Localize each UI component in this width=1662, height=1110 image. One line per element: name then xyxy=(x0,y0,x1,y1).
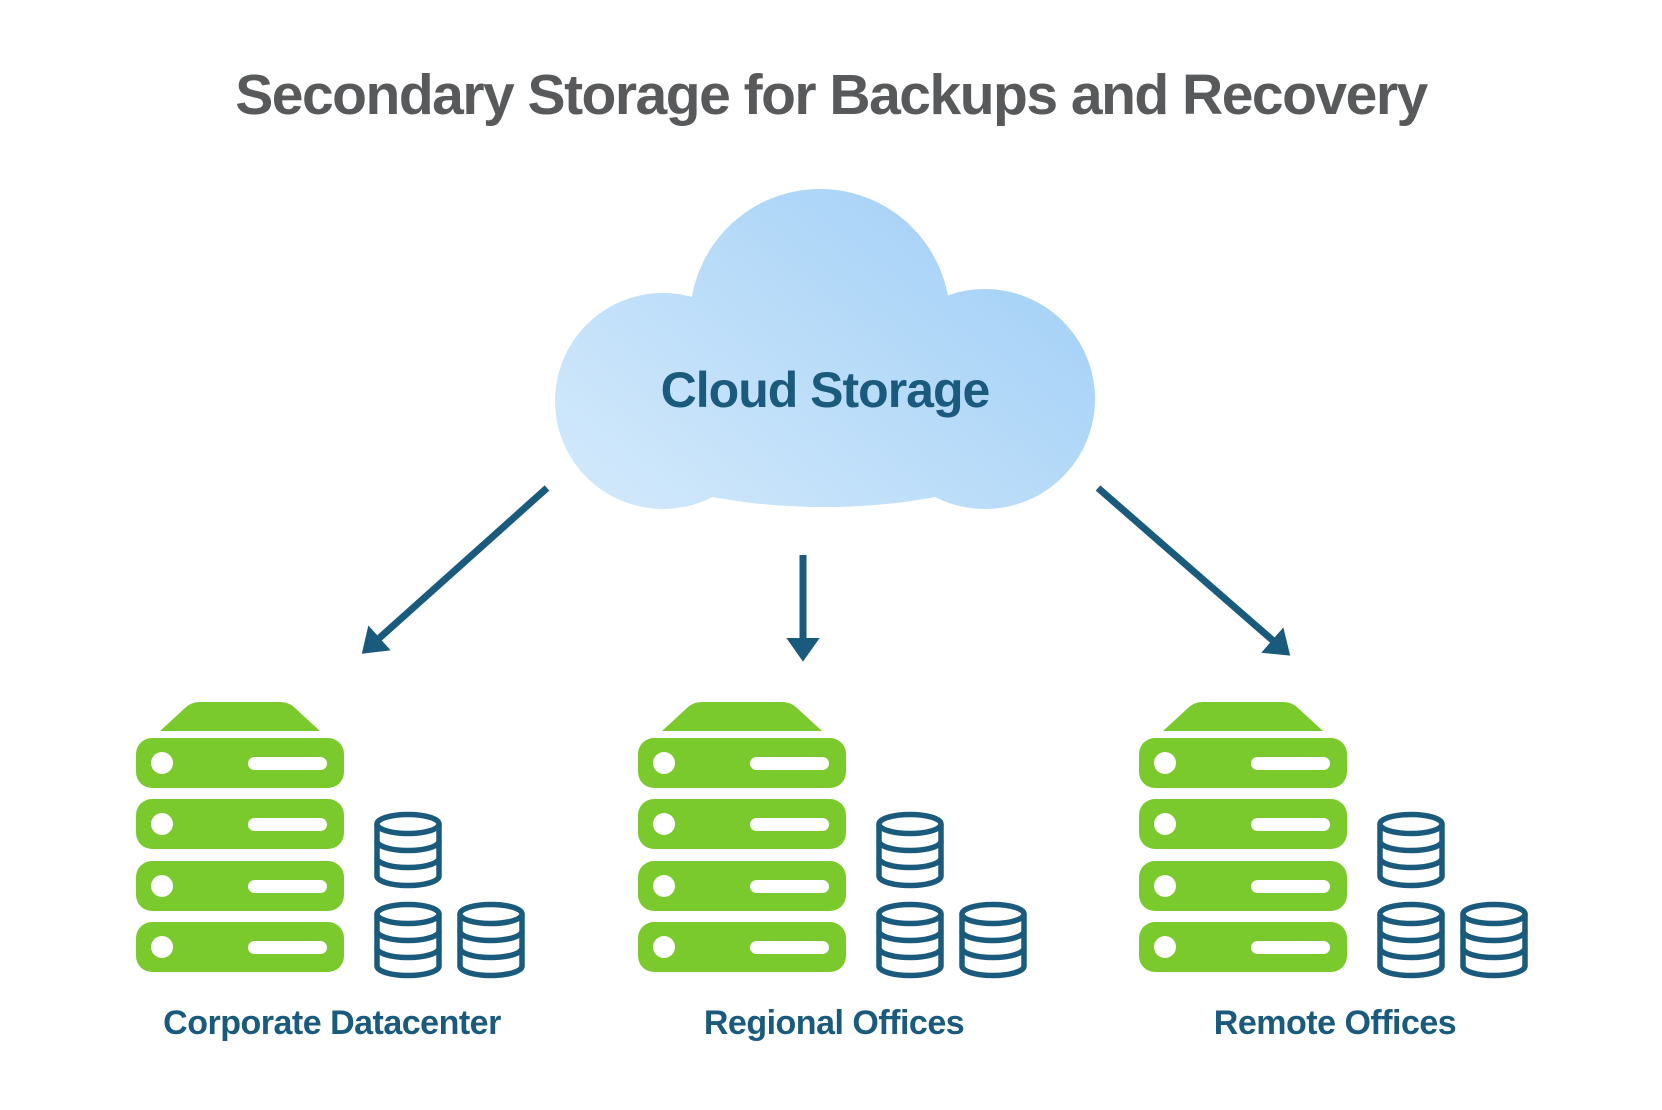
cloud-storage-node: Cloud Storage xyxy=(555,189,1095,509)
server-stack-icon xyxy=(638,702,846,972)
page-title: Secondary Storage for Backups and Recove… xyxy=(235,63,1428,127)
site-label-regional-offices: Regional Offices xyxy=(703,1004,965,1042)
server-stack-icon xyxy=(1139,702,1347,972)
cloud-storage-label: Cloud Storage xyxy=(660,362,991,418)
arrow-to-remote-offices xyxy=(1095,485,1291,656)
database-stack-icon xyxy=(373,811,529,981)
site-label-remote-offices: Remote Offices xyxy=(1213,1004,1457,1042)
database-stack-icon xyxy=(875,811,1031,981)
cloud-icon xyxy=(555,189,1095,509)
server-stack-icon xyxy=(136,702,344,972)
site-label-corporate-datacenter: Corporate Datacenter xyxy=(163,1004,501,1042)
site-group-corporate-datacenter: Corporate Datacenter xyxy=(135,702,529,1082)
site-group-remote-offices: Remote Offices xyxy=(1138,702,1532,1082)
site-group-regional-offices: Regional Offices xyxy=(637,702,1031,1082)
arrow-to-corporate-datacenter xyxy=(361,485,550,654)
database-stack-icon xyxy=(1376,811,1532,981)
